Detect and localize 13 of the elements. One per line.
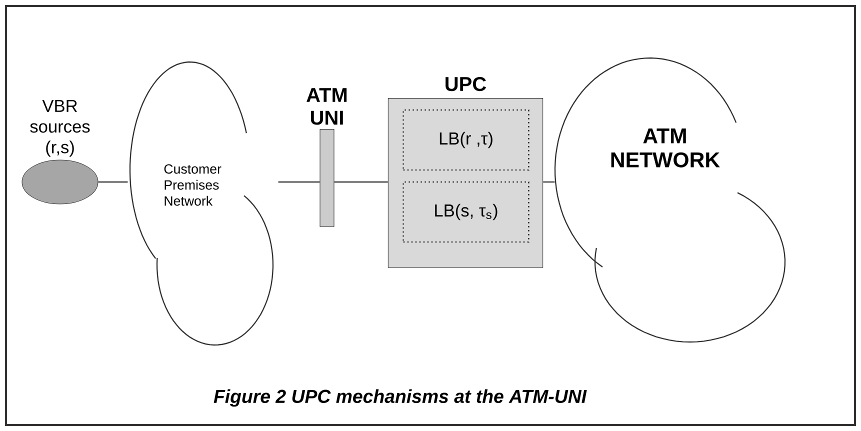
network-cloud: ATM NETWORK	[554, 57, 786, 343]
connector-line	[334, 181, 388, 183]
node-label: UPC	[446, 76, 486, 92]
network-cloud: Customer Premises Network	[129, 61, 274, 346]
connector-line	[98, 181, 128, 183]
connector-line	[278, 181, 320, 183]
figure-caption: Figure 2 UPC mechanisms at the ATM-UNI	[214, 389, 587, 407]
interface-bar: ATM UNI	[306, 88, 347, 227]
node-label: ATM UNI	[306, 88, 347, 125]
leaky-bucket-box: LB(s, τ$_{s}$)	[402, 181, 530, 243]
connector-line	[543, 181, 555, 183]
leaky-bucket-box: LB(r ,τ)	[402, 109, 530, 171]
node-label: VBR sources (r,s)	[30, 100, 90, 157]
